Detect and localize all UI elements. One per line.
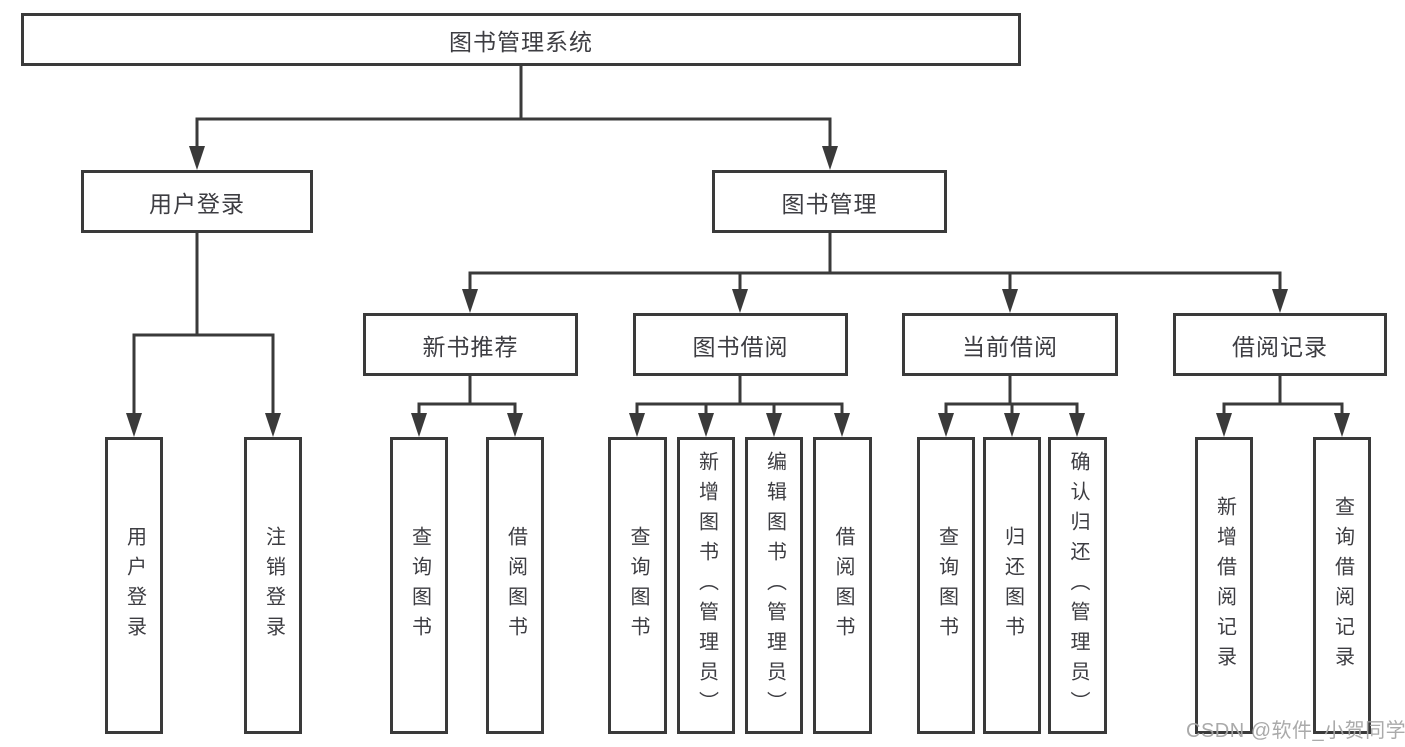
node-book-borrow-label: 图书借阅: [692, 333, 789, 360]
leaf-borrow-books: 借阅图书: [813, 437, 872, 734]
leaf-confirm-return-admin-label: 确认归还（管理员）: [1067, 450, 1089, 721]
leaf-query-borrow-record-label: 查询借阅记录: [1331, 495, 1354, 676]
leaf-borrow-books-label: 借阅图书: [832, 525, 854, 646]
node-book-management: 图书管理: [712, 170, 947, 233]
leaf-edit-books-admin: 编辑图书（管理员）: [745, 437, 803, 734]
watermark: CSDN @软件_小贺同学: [1186, 720, 1405, 742]
leaf-add-books-admin: 新增图书（管理员）: [677, 437, 735, 734]
leaf-confirm-return-admin: 确认归还（管理员）: [1048, 437, 1107, 734]
node-book-management-label: 图书管理: [781, 190, 878, 217]
node-borrow-record: 借阅记录: [1173, 313, 1387, 376]
leaf-borrow-books-recommend-label: 借阅图书: [504, 525, 527, 646]
leaf-query-books-borrow: 查询图书: [608, 437, 667, 734]
leaf-add-borrow-record: 新增借阅记录: [1195, 437, 1253, 734]
leaf-return-books-label: 归还图书: [1001, 525, 1024, 646]
leaf-user-login-label: 用户登录: [123, 525, 146, 646]
leaf-edit-books-admin-label: 编辑图书（管理员）: [763, 450, 786, 721]
node-user-login-label: 用户登录: [149, 190, 245, 217]
leaf-query-books-borrow-label: 查询图书: [627, 525, 649, 646]
leaf-query-books-current-label: 查询图书: [935, 525, 958, 646]
leaf-logout: 注销登录: [244, 437, 302, 734]
leaf-add-books-admin-label: 新增图书（管理员）: [695, 450, 718, 721]
node-current-borrow-label: 当前借阅: [962, 333, 1058, 360]
node-book-borrow: 图书借阅: [633, 313, 848, 376]
node-new-book-recommend-label: 新书推荐: [422, 333, 519, 360]
node-root: 图书管理系统: [21, 13, 1021, 66]
node-new-book-recommend: 新书推荐: [363, 313, 578, 376]
leaf-borrow-books-recommend: 借阅图书: [486, 437, 544, 734]
leaf-query-borrow-record: 查询借阅记录: [1313, 437, 1371, 734]
leaf-query-books-current: 查询图书: [917, 437, 975, 734]
leaf-logout-label: 注销登录: [262, 525, 285, 646]
node-current-borrow: 当前借阅: [902, 313, 1118, 376]
node-user-login: 用户登录: [81, 170, 313, 233]
leaf-add-borrow-record-label: 新增借阅记录: [1213, 495, 1236, 676]
node-root-label: 图书管理系统: [449, 28, 593, 55]
leaf-query-books-recommend-label: 查询图书: [408, 525, 431, 646]
leaf-return-books: 归还图书: [983, 437, 1041, 734]
leaf-user-login: 用户登录: [105, 437, 163, 734]
node-borrow-record-label: 借阅记录: [1232, 333, 1328, 360]
leaf-query-books-recommend: 查询图书: [390, 437, 448, 734]
